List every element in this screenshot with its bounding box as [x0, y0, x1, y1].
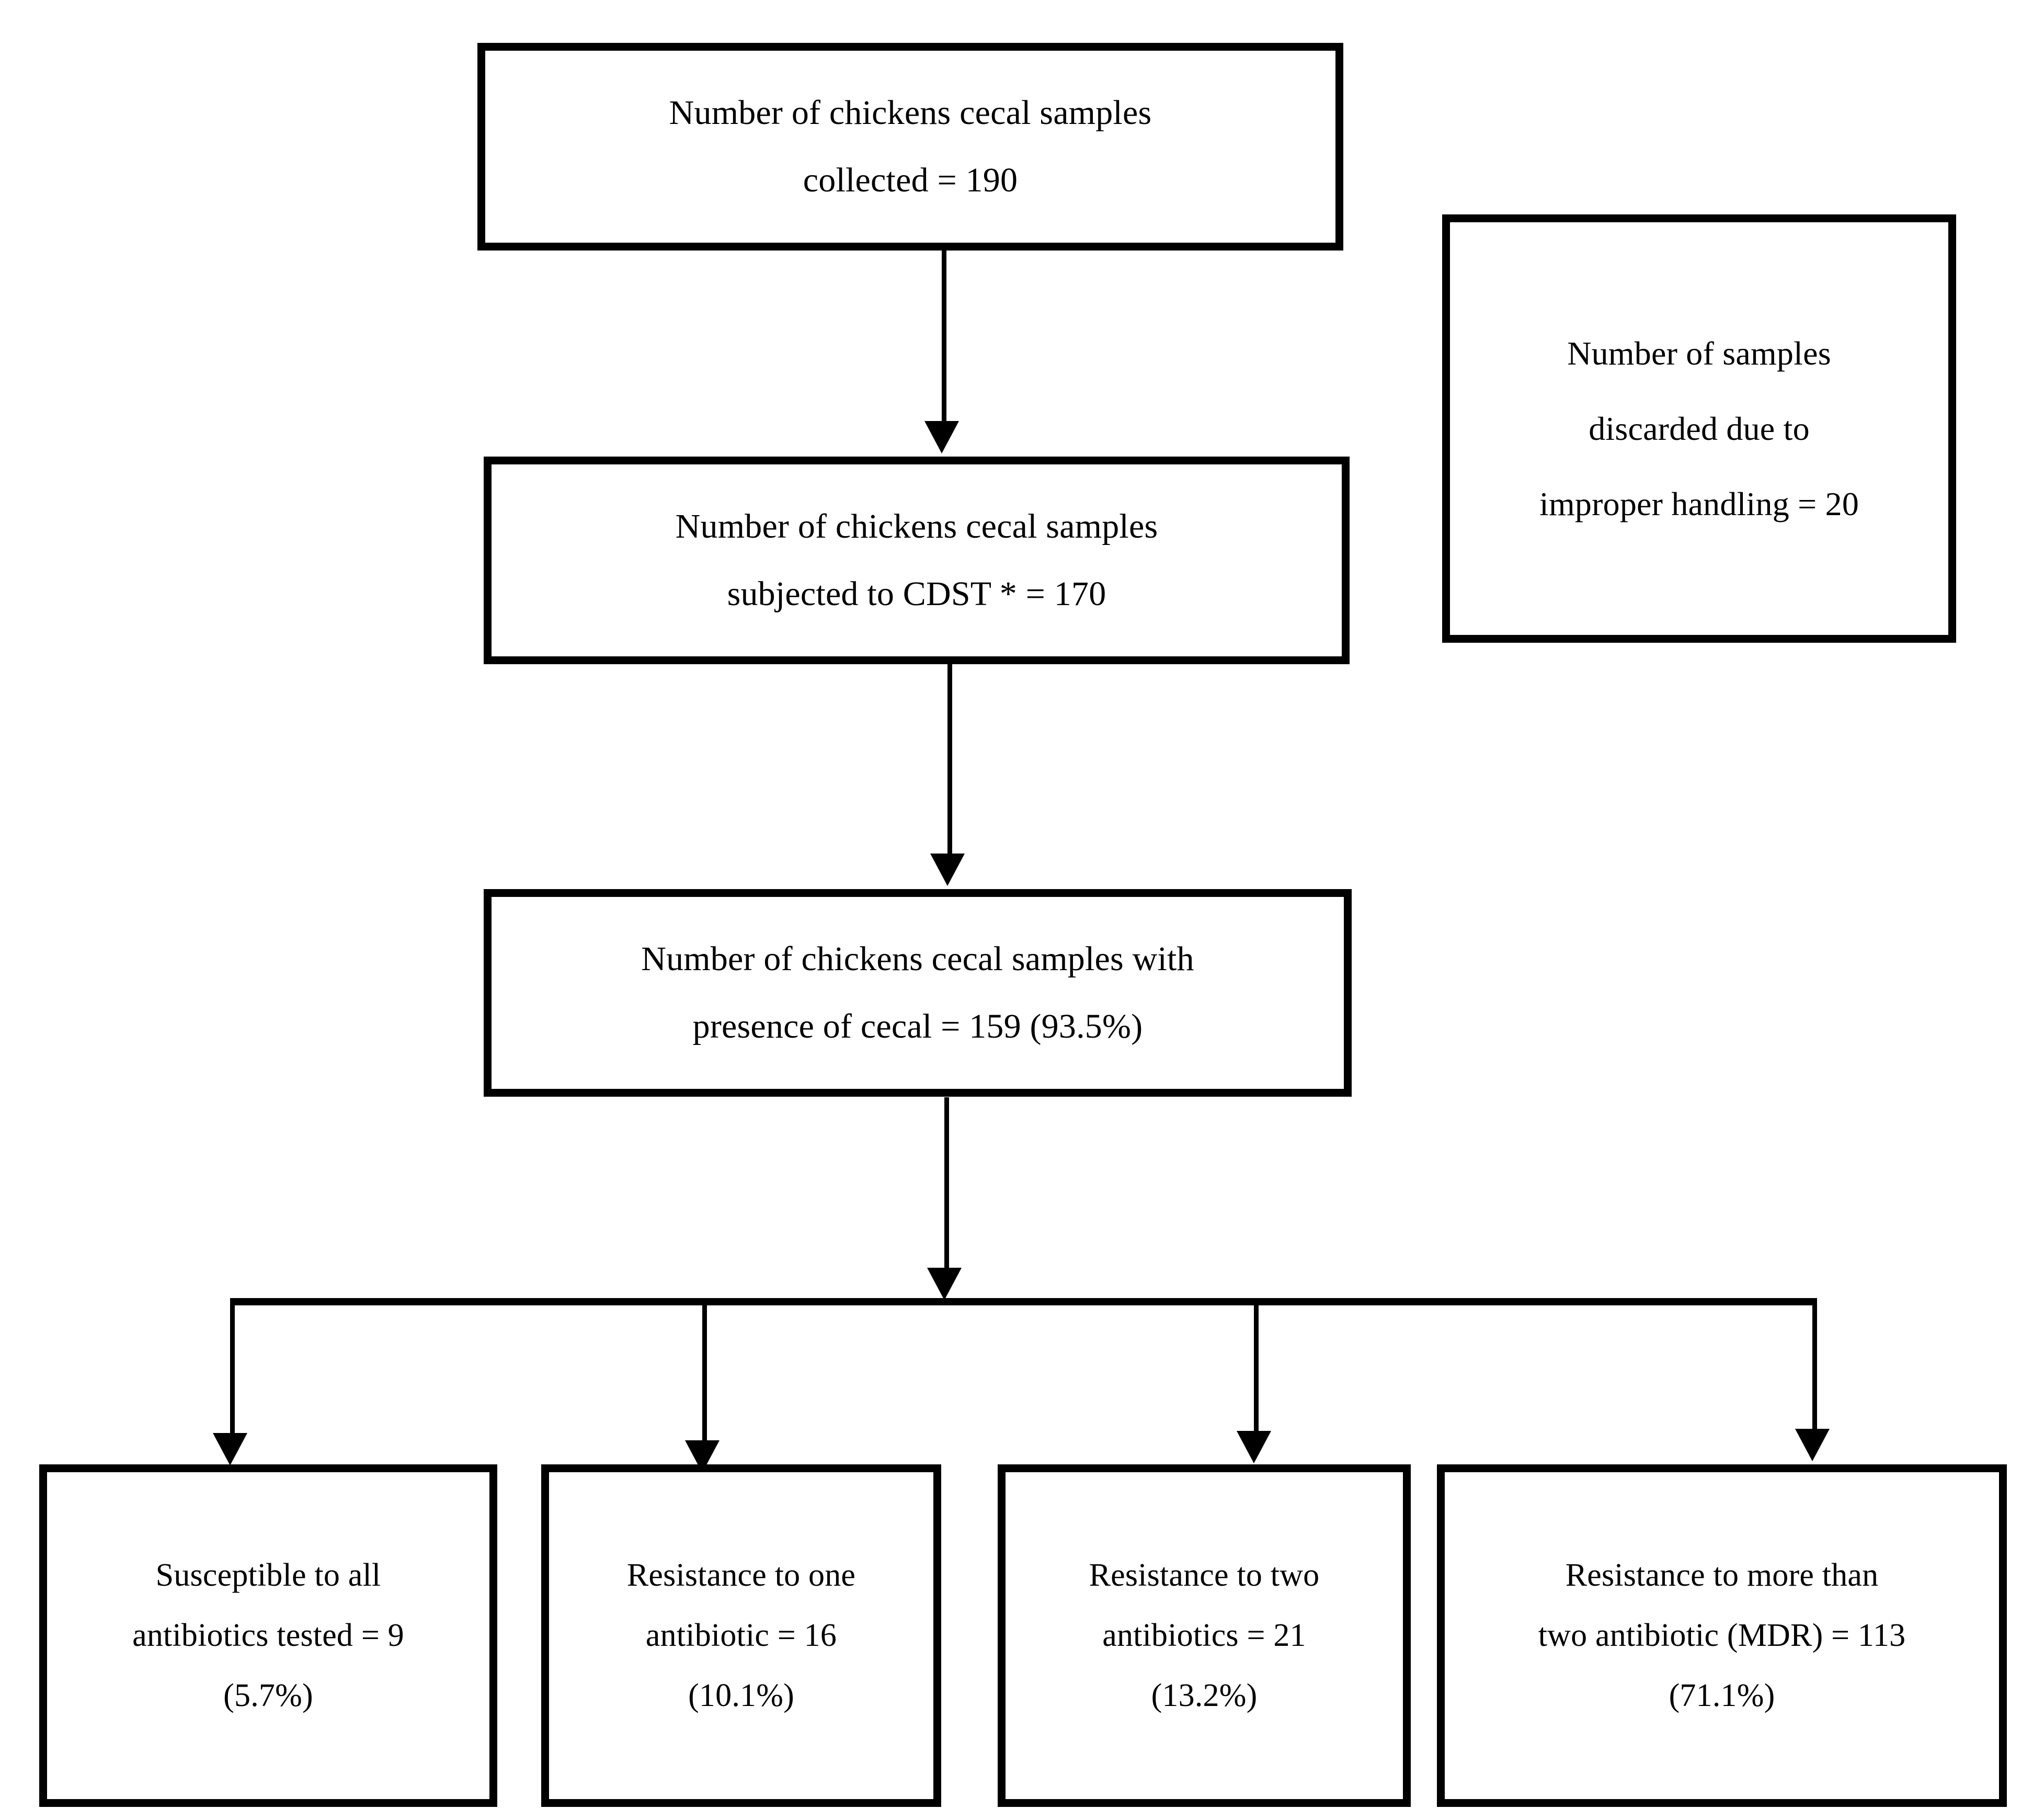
- arrowhead-down-icon-cdst-to-presence: [930, 854, 965, 886]
- arrowhead-down-icon-branch-resistance-mdr: [1795, 1429, 1830, 1461]
- node-resistance-two-line-2: antibiotics = 21: [1102, 1618, 1306, 1654]
- node-susceptible-line-3: (5.7%): [223, 1677, 313, 1713]
- node-resistance-mdr-line-1: Resistance to more than: [1565, 1557, 1879, 1594]
- node-resistance-one-line-2: antibiotic = 16: [645, 1618, 837, 1654]
- node-susceptible-to-all-antibiotics: Susceptible to all antibiotics tested = …: [39, 1464, 497, 1807]
- arrowhead-down-icon-branch-susceptible: [213, 1433, 247, 1465]
- node-samples-collected: Number of chickens cecal samples collect…: [477, 43, 1343, 251]
- connector-branch-to-resistance-mdr: [1812, 1302, 1817, 1432]
- node-resistance-one-line-1: Resistance to one: [626, 1557, 856, 1594]
- connector-branch-to-resistance-two: [1254, 1302, 1259, 1434]
- node-samples-collected-line-1: Number of chickens cecal samples: [669, 93, 1152, 132]
- node-susceptible-line-1: Susceptible to all: [155, 1557, 381, 1594]
- node-samples-presence-of-cecal: Number of chickens cecal samples with pr…: [484, 889, 1352, 1097]
- node-resistance-two-line-3: (13.2%): [1151, 1677, 1258, 1713]
- node-samples-subjected-to-cdst-line-2: subjected to CDST * = 170: [727, 574, 1106, 613]
- node-samples-discarded-line-2: discarded due to: [1589, 410, 1810, 447]
- arrowhead-down-icon-collected-to-cdst: [924, 421, 959, 453]
- node-resistance-to-one-antibiotic: Resistance to one antibiotic = 16 (10.1%…: [541, 1464, 941, 1807]
- node-samples-discarded: Number of samples discarded due to impro…: [1442, 214, 1956, 643]
- connector-presence-to-branches: [944, 1097, 949, 1271]
- node-samples-presence-of-cecal-line-1: Number of chickens cecal samples with: [641, 939, 1194, 978]
- connector-branch-distribution-bar: [230, 1298, 1817, 1305]
- node-samples-collected-line-2: collected = 190: [803, 161, 1018, 199]
- node-samples-discarded-line-1: Number of samples: [1567, 334, 1831, 372]
- node-samples-presence-of-cecal-line-2: presence of cecal = 159 (93.5%): [692, 1007, 1143, 1045]
- node-resistance-to-more-than-two-antibiotics-mdr: Resistance to more than two antibiotic (…: [1437, 1464, 2007, 1807]
- arrowhead-down-icon-presence-to-branches: [927, 1268, 962, 1300]
- node-resistance-mdr-line-2: two antibiotic (MDR) = 113: [1538, 1618, 1906, 1654]
- connector-branch-to-susceptible: [230, 1302, 235, 1436]
- arrowhead-down-icon-branch-resistance-two: [1237, 1431, 1271, 1463]
- node-samples-subjected-to-cdst: Number of chickens cecal samples subject…: [484, 457, 1350, 664]
- node-samples-discarded-line-3: improper handling = 20: [1539, 485, 1859, 522]
- connector-cdst-to-presence: [947, 664, 952, 855]
- node-resistance-to-two-antibiotics: Resistance to two antibiotics = 21 (13.2…: [998, 1464, 1411, 1807]
- connector-branch-to-resistance-one: [702, 1302, 707, 1443]
- node-resistance-two-line-1: Resistance to two: [1089, 1557, 1320, 1594]
- node-susceptible-line-2: antibiotics tested = 9: [132, 1618, 404, 1654]
- connector-collected-to-cdst: [942, 251, 946, 423]
- node-samples-subjected-to-cdst-line-1: Number of chickens cecal samples: [675, 507, 1158, 545]
- node-resistance-mdr-line-3: (71.1%): [1669, 1677, 1775, 1713]
- node-resistance-one-line-3: (10.1%): [688, 1677, 794, 1713]
